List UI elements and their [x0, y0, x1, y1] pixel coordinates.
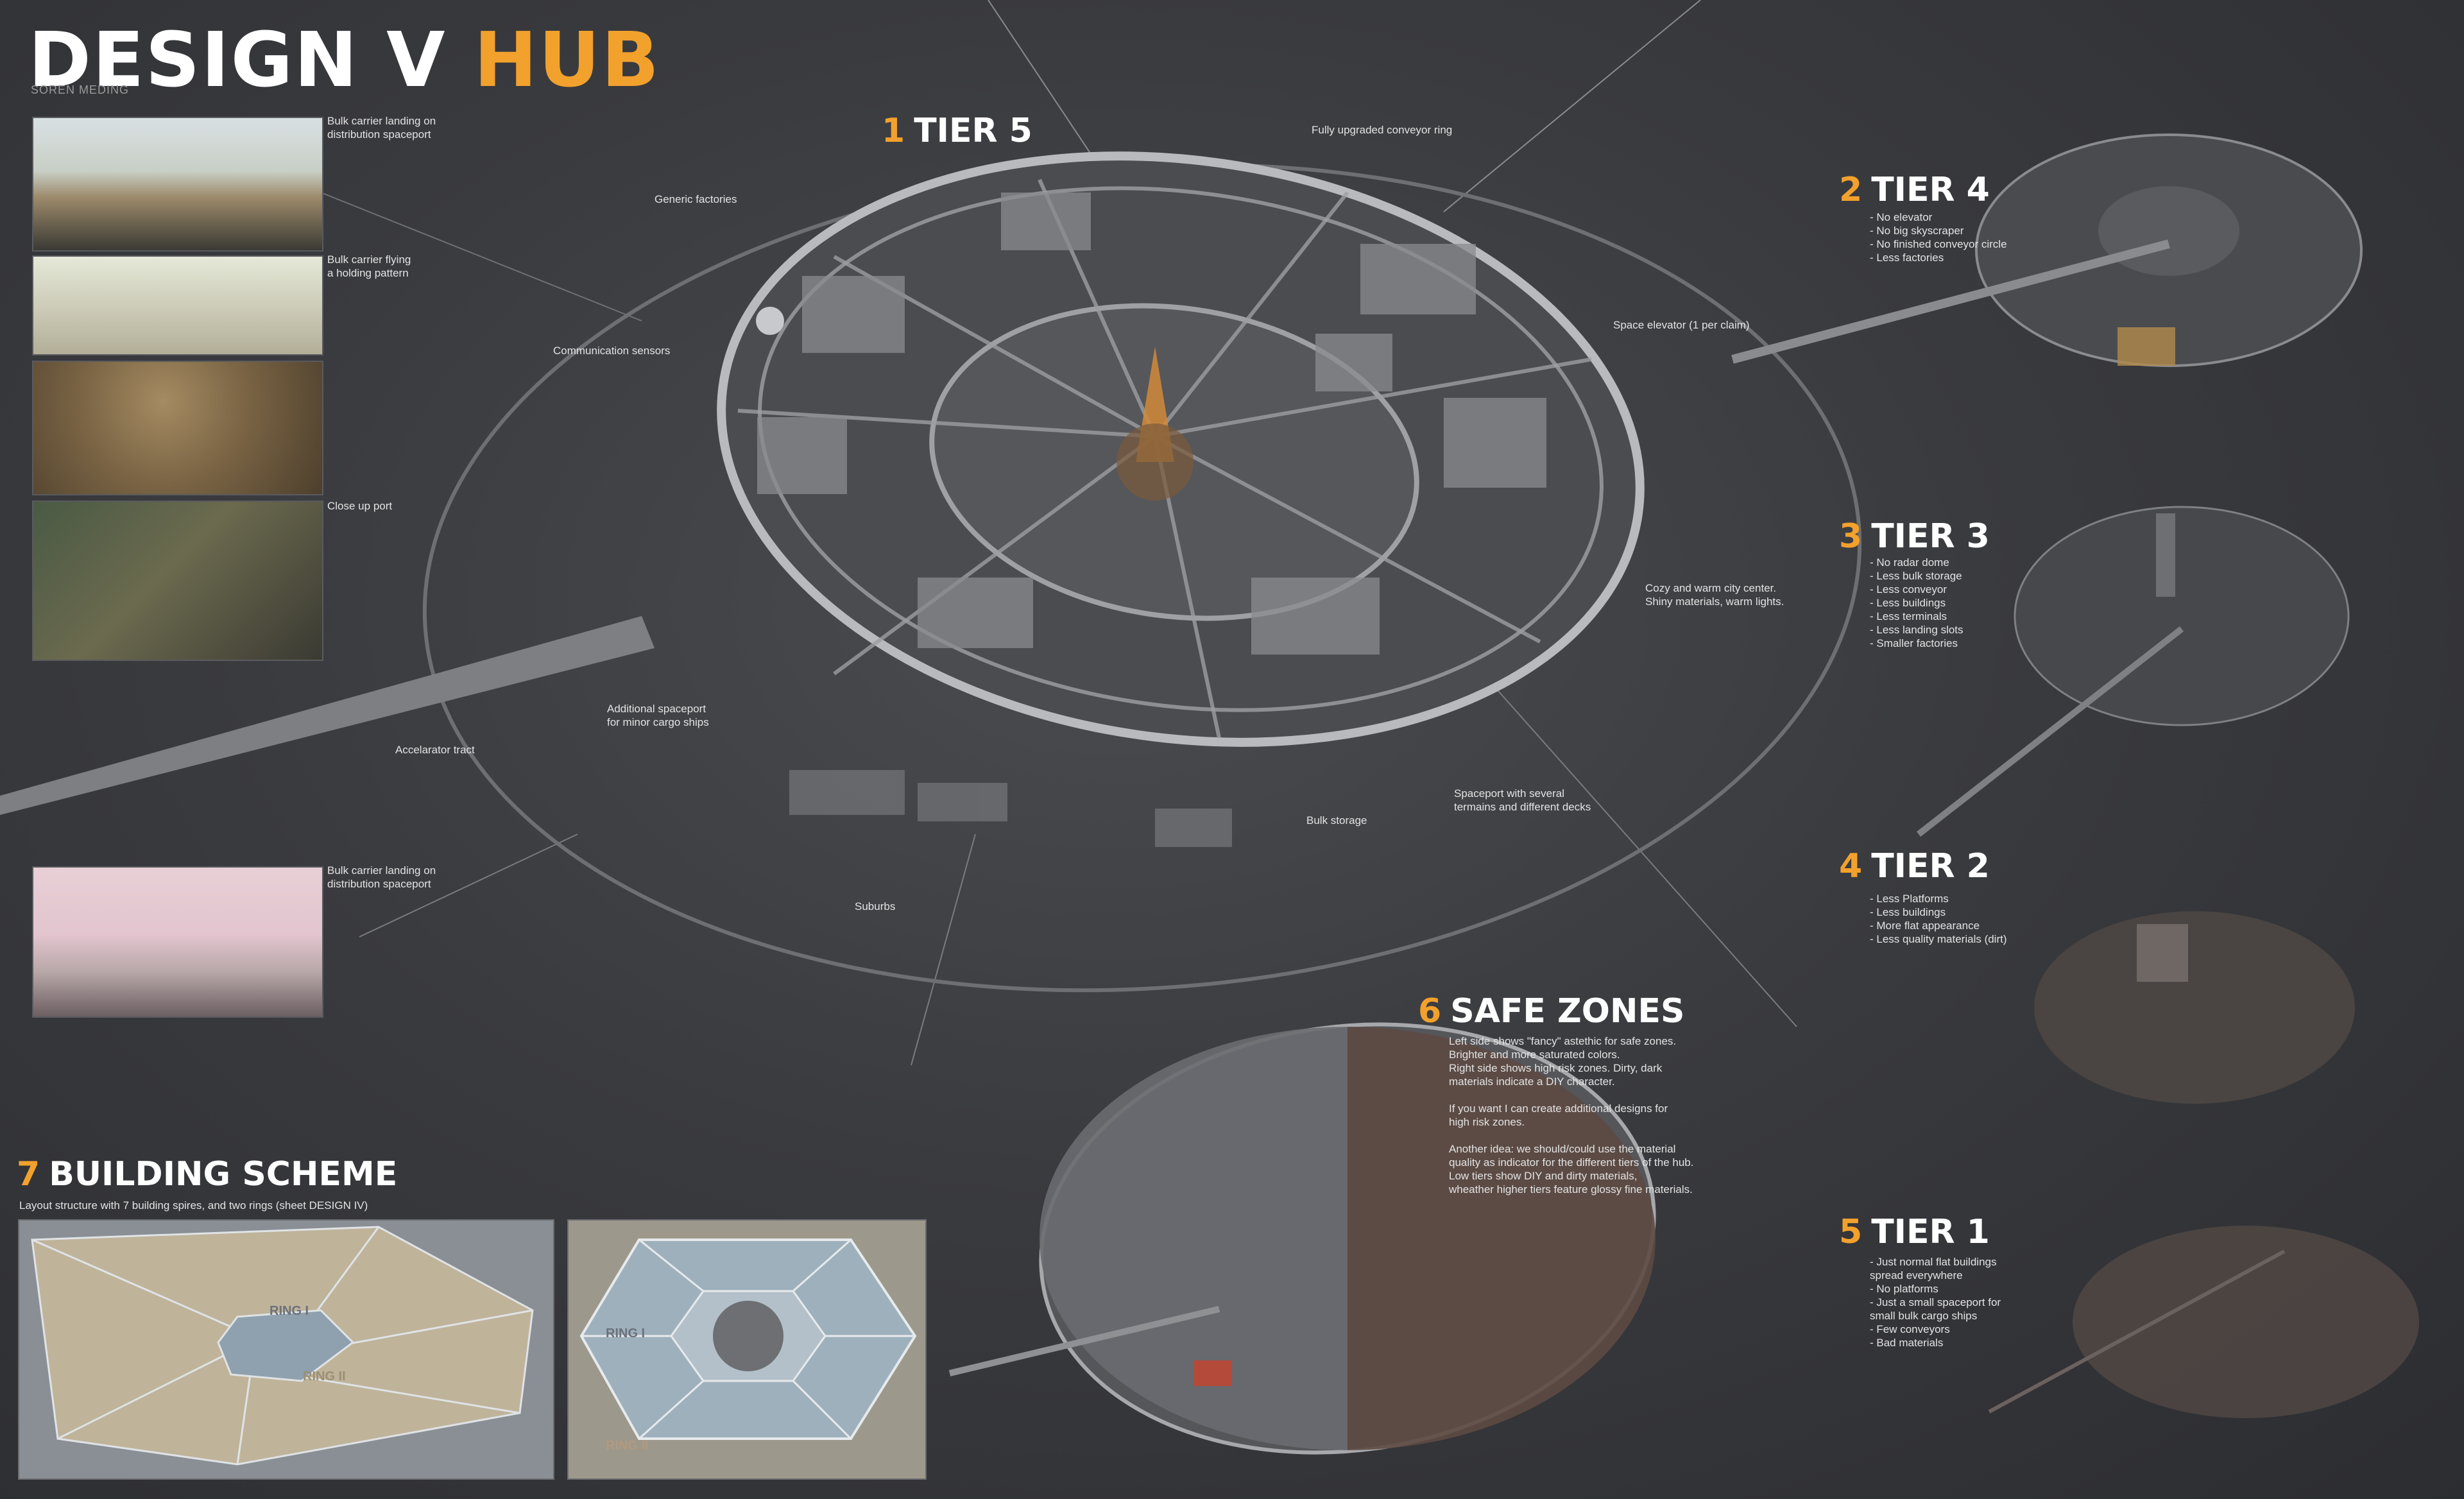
page-title: DESIGN V HUB	[28, 15, 660, 104]
ring-1-label: RING I	[270, 1304, 309, 1318]
tier3-title: TIER 3	[1871, 517, 1990, 556]
tier4-title: TIER 4	[1871, 171, 1990, 209]
callout-sensors: Communication sensors	[553, 345, 671, 357]
safe-zones-title: SAFE ZONES	[1450, 992, 1685, 1031]
tier1-bullets: - Just normal flat buildings spread ever…	[1870, 1256, 2001, 1349]
callout-suburbs: Suburbs	[855, 900, 896, 912]
tier5-number: 1	[882, 112, 905, 150]
ring-2-label: RING II	[606, 1439, 649, 1453]
callout-accelerator: Accelarator tract	[395, 744, 475, 756]
callout-elevator: Space elevator (1 per claim)	[1613, 319, 1750, 331]
thumbnail-landing-2	[32, 866, 323, 1018]
callout-factories: Generic factories	[654, 193, 737, 205]
tier2-title: TIER 2	[1871, 847, 1990, 886]
tier2-illustration	[2034, 911, 2355, 1104]
tier1-illustration	[1988, 1226, 2419, 1418]
title-accent: HUB	[474, 15, 661, 104]
thumbnail-caption: Bulk carrier flying a holding pattern	[327, 253, 411, 279]
thumbnail-caption: Bulk carrier landing on distribution spa…	[327, 115, 436, 141]
building-scheme-panel-1: RING I RING II	[18, 1219, 554, 1480]
title-main: DESIGN V	[28, 15, 474, 104]
callout-additional-spaceport: Additional spaceport for minor cargo shi…	[607, 703, 709, 728]
tier1-number: 5	[1839, 1213, 1863, 1251]
building-scheme-subtitle: Layout structure with 7 building spires,…	[19, 1199, 368, 1212]
tier4-illustration	[1731, 133, 2363, 367]
tier2-number: 4	[1839, 847, 1863, 886]
ring-1-label: RING I	[606, 1326, 646, 1341]
thumbnail-closeup	[32, 501, 323, 661]
author-name: SOREN MEDING	[31, 83, 130, 96]
building-scheme-title: BUILDING SCHEME	[49, 1155, 398, 1194]
ring-2-label: RING II	[303, 1369, 346, 1383]
tier4-bullets: - No elevator - No big skyscraper - No f…	[1870, 211, 2007, 264]
safe-zones-number: 6	[1418, 992, 1442, 1031]
thumbnail-caption: Close up port	[327, 500, 393, 512]
callout-spaceport-decks: Spaceport with several termains and diff…	[1454, 787, 1591, 813]
tier2-bullets: - Less Platforms - Less buildings - More…	[1870, 893, 2007, 945]
tier3-bullets: - No radar dome - Less bulk storage - Le…	[1870, 556, 1964, 649]
callout-city-center: Cozy and warm city center. Shiny materia…	[1645, 582, 1784, 608]
thumbnail-landing	[32, 117, 323, 252]
thumbnail-caption: Bulk carrier landing on distribution spa…	[327, 864, 436, 890]
tier5-title: TIER 5	[914, 112, 1032, 150]
tier1-title: TIER 1	[1871, 1213, 1990, 1251]
building-scheme-panel-2: RING I RING II	[567, 1219, 927, 1480]
callout-conveyor: Fully upgraded conveyor ring	[1312, 124, 1453, 136]
safe-zones-text: Left side shows "fancy" astethic for saf…	[1449, 1035, 1694, 1195]
callout-bulk-storage: Bulk storage	[1306, 814, 1367, 827]
thumbnail-holding	[32, 255, 323, 355]
building-scheme-number: 7	[17, 1155, 40, 1194]
thumbnail-overview	[32, 361, 323, 495]
tier4-number: 2	[1839, 171, 1863, 209]
tier3-number: 3	[1839, 517, 1863, 556]
tier3-illustration	[1916, 506, 2350, 837]
safe-zones-illustration	[948, 1022, 1656, 1455]
